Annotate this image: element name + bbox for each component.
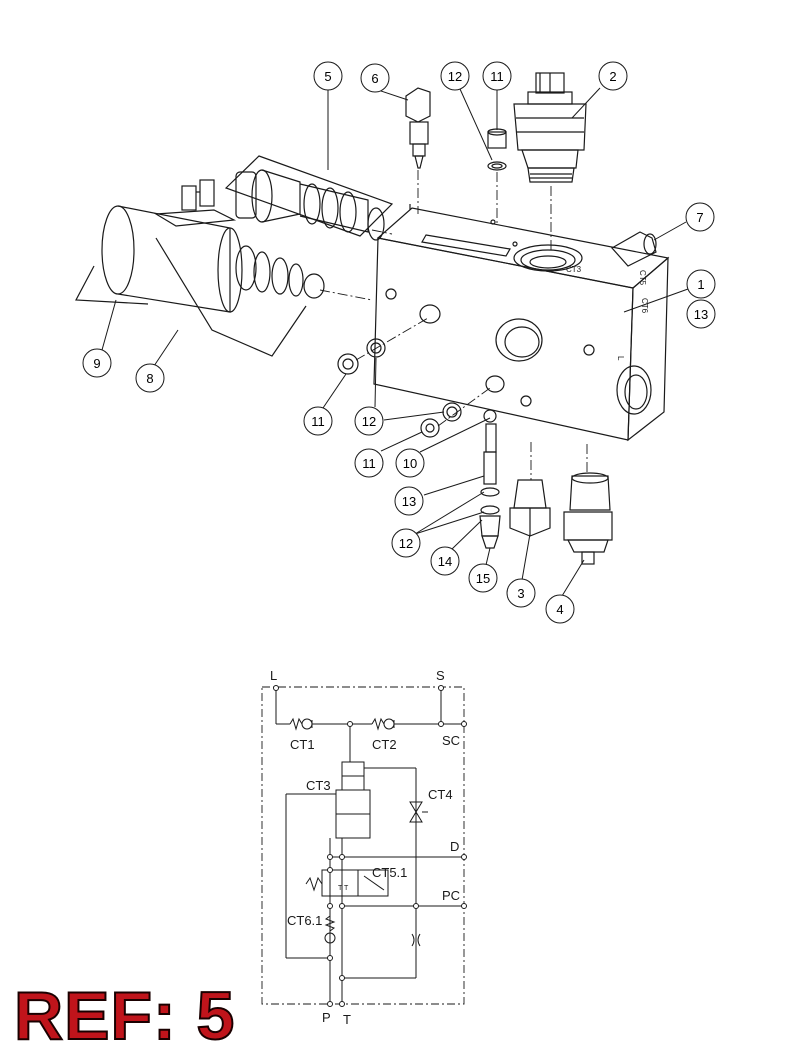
reference-label: REF: 5 xyxy=(13,978,236,1054)
svg-text:14: 14 xyxy=(438,554,452,569)
callout-11: 11 xyxy=(354,448,384,478)
port-sc-label: SC xyxy=(442,733,460,748)
cartridge-valve-top xyxy=(513,72,587,183)
svg-text:1: 1 xyxy=(697,277,704,292)
bottom-valve xyxy=(563,472,613,565)
svg-text:9: 9 xyxy=(93,356,100,371)
callout-15: 15 xyxy=(468,563,498,593)
schematic-labels: L S CT1 CT2 SC CT3 CT4 D CT5.1 PC CT6.1 … xyxy=(270,668,460,1027)
callout-12: 12 xyxy=(391,528,421,558)
port-l-label: L xyxy=(270,668,277,683)
port-d-label: D xyxy=(450,839,459,854)
callout-13: 13 xyxy=(686,299,716,329)
callout-2: 2 xyxy=(598,61,628,91)
svg-text:L: L xyxy=(616,356,625,361)
callout-7: 7 xyxy=(685,202,715,232)
side-plug xyxy=(611,231,657,267)
small-cartridge xyxy=(405,87,431,169)
svg-text:13: 13 xyxy=(402,494,416,509)
ct1-label: CT1 xyxy=(290,737,315,752)
solenoid-cartridge-upper xyxy=(224,155,394,241)
hydraulic-schematic: T T xyxy=(261,685,467,1007)
svg-text:13: 13 xyxy=(694,307,708,322)
svg-text:15: 15 xyxy=(476,571,490,586)
svg-text:CT5: CT5 xyxy=(638,270,647,286)
solenoid-coil xyxy=(75,179,325,357)
callout-3: 3 xyxy=(506,578,536,608)
svg-text:12: 12 xyxy=(362,414,376,429)
callout-14: 14 xyxy=(430,546,460,576)
port-pc-label: PC xyxy=(442,888,460,903)
svg-text:11: 11 xyxy=(362,456,376,471)
callout-9: 9 xyxy=(82,348,112,378)
port-t-label: T xyxy=(343,1012,351,1027)
callout-8: 8 xyxy=(135,363,165,393)
svg-text:2: 2 xyxy=(609,69,616,84)
manifold-block: CT5 CT6 CT3 L xyxy=(373,204,670,442)
svg-text:10: 10 xyxy=(403,456,417,471)
svg-text:T T: T T xyxy=(338,885,349,892)
lower-plugs-and-seals xyxy=(337,338,497,438)
port-p-label: P xyxy=(322,1010,331,1025)
callout-11: 11 xyxy=(482,61,512,91)
top-plug-and-seal xyxy=(487,128,507,171)
port-s-label: S xyxy=(436,668,445,683)
ct4-label: CT4 xyxy=(428,787,453,802)
pin-and-check-assembly xyxy=(479,423,501,549)
svg-text:12: 12 xyxy=(399,536,413,551)
ct3-label: CT3 xyxy=(306,778,331,793)
callout-6: 6 xyxy=(360,63,390,93)
ct51-label: CT5.1 xyxy=(372,865,407,880)
svg-text:5: 5 xyxy=(324,69,331,84)
svg-text:11: 11 xyxy=(490,69,504,84)
bottom-plug xyxy=(509,479,551,537)
callout-1: 1 xyxy=(686,269,716,299)
svg-text:7: 7 xyxy=(696,210,703,225)
callout-12: 12 xyxy=(440,61,470,91)
callout-5: 5 xyxy=(313,61,343,91)
callout-10: 10 xyxy=(395,448,425,478)
svg-text:CT3: CT3 xyxy=(566,265,582,274)
ct2-label: CT2 xyxy=(372,737,397,752)
callout-13: 13 xyxy=(394,486,424,516)
ct61-label: CT6.1 xyxy=(287,913,322,928)
svg-text:4: 4 xyxy=(556,602,563,617)
svg-text:12: 12 xyxy=(448,69,462,84)
svg-text:11: 11 xyxy=(311,414,325,429)
callout-12: 12 xyxy=(354,406,384,436)
svg-text:3: 3 xyxy=(517,586,524,601)
callouts: 5 6 12 11 2 7 1 13 9 8 11 12 11 10 13 12… xyxy=(82,61,716,624)
svg-text:CT6: CT6 xyxy=(640,298,649,314)
callout-4: 4 xyxy=(545,594,575,624)
svg-text:8: 8 xyxy=(146,371,153,386)
callout-11: 11 xyxy=(303,406,333,436)
svg-text:6: 6 xyxy=(371,71,378,86)
